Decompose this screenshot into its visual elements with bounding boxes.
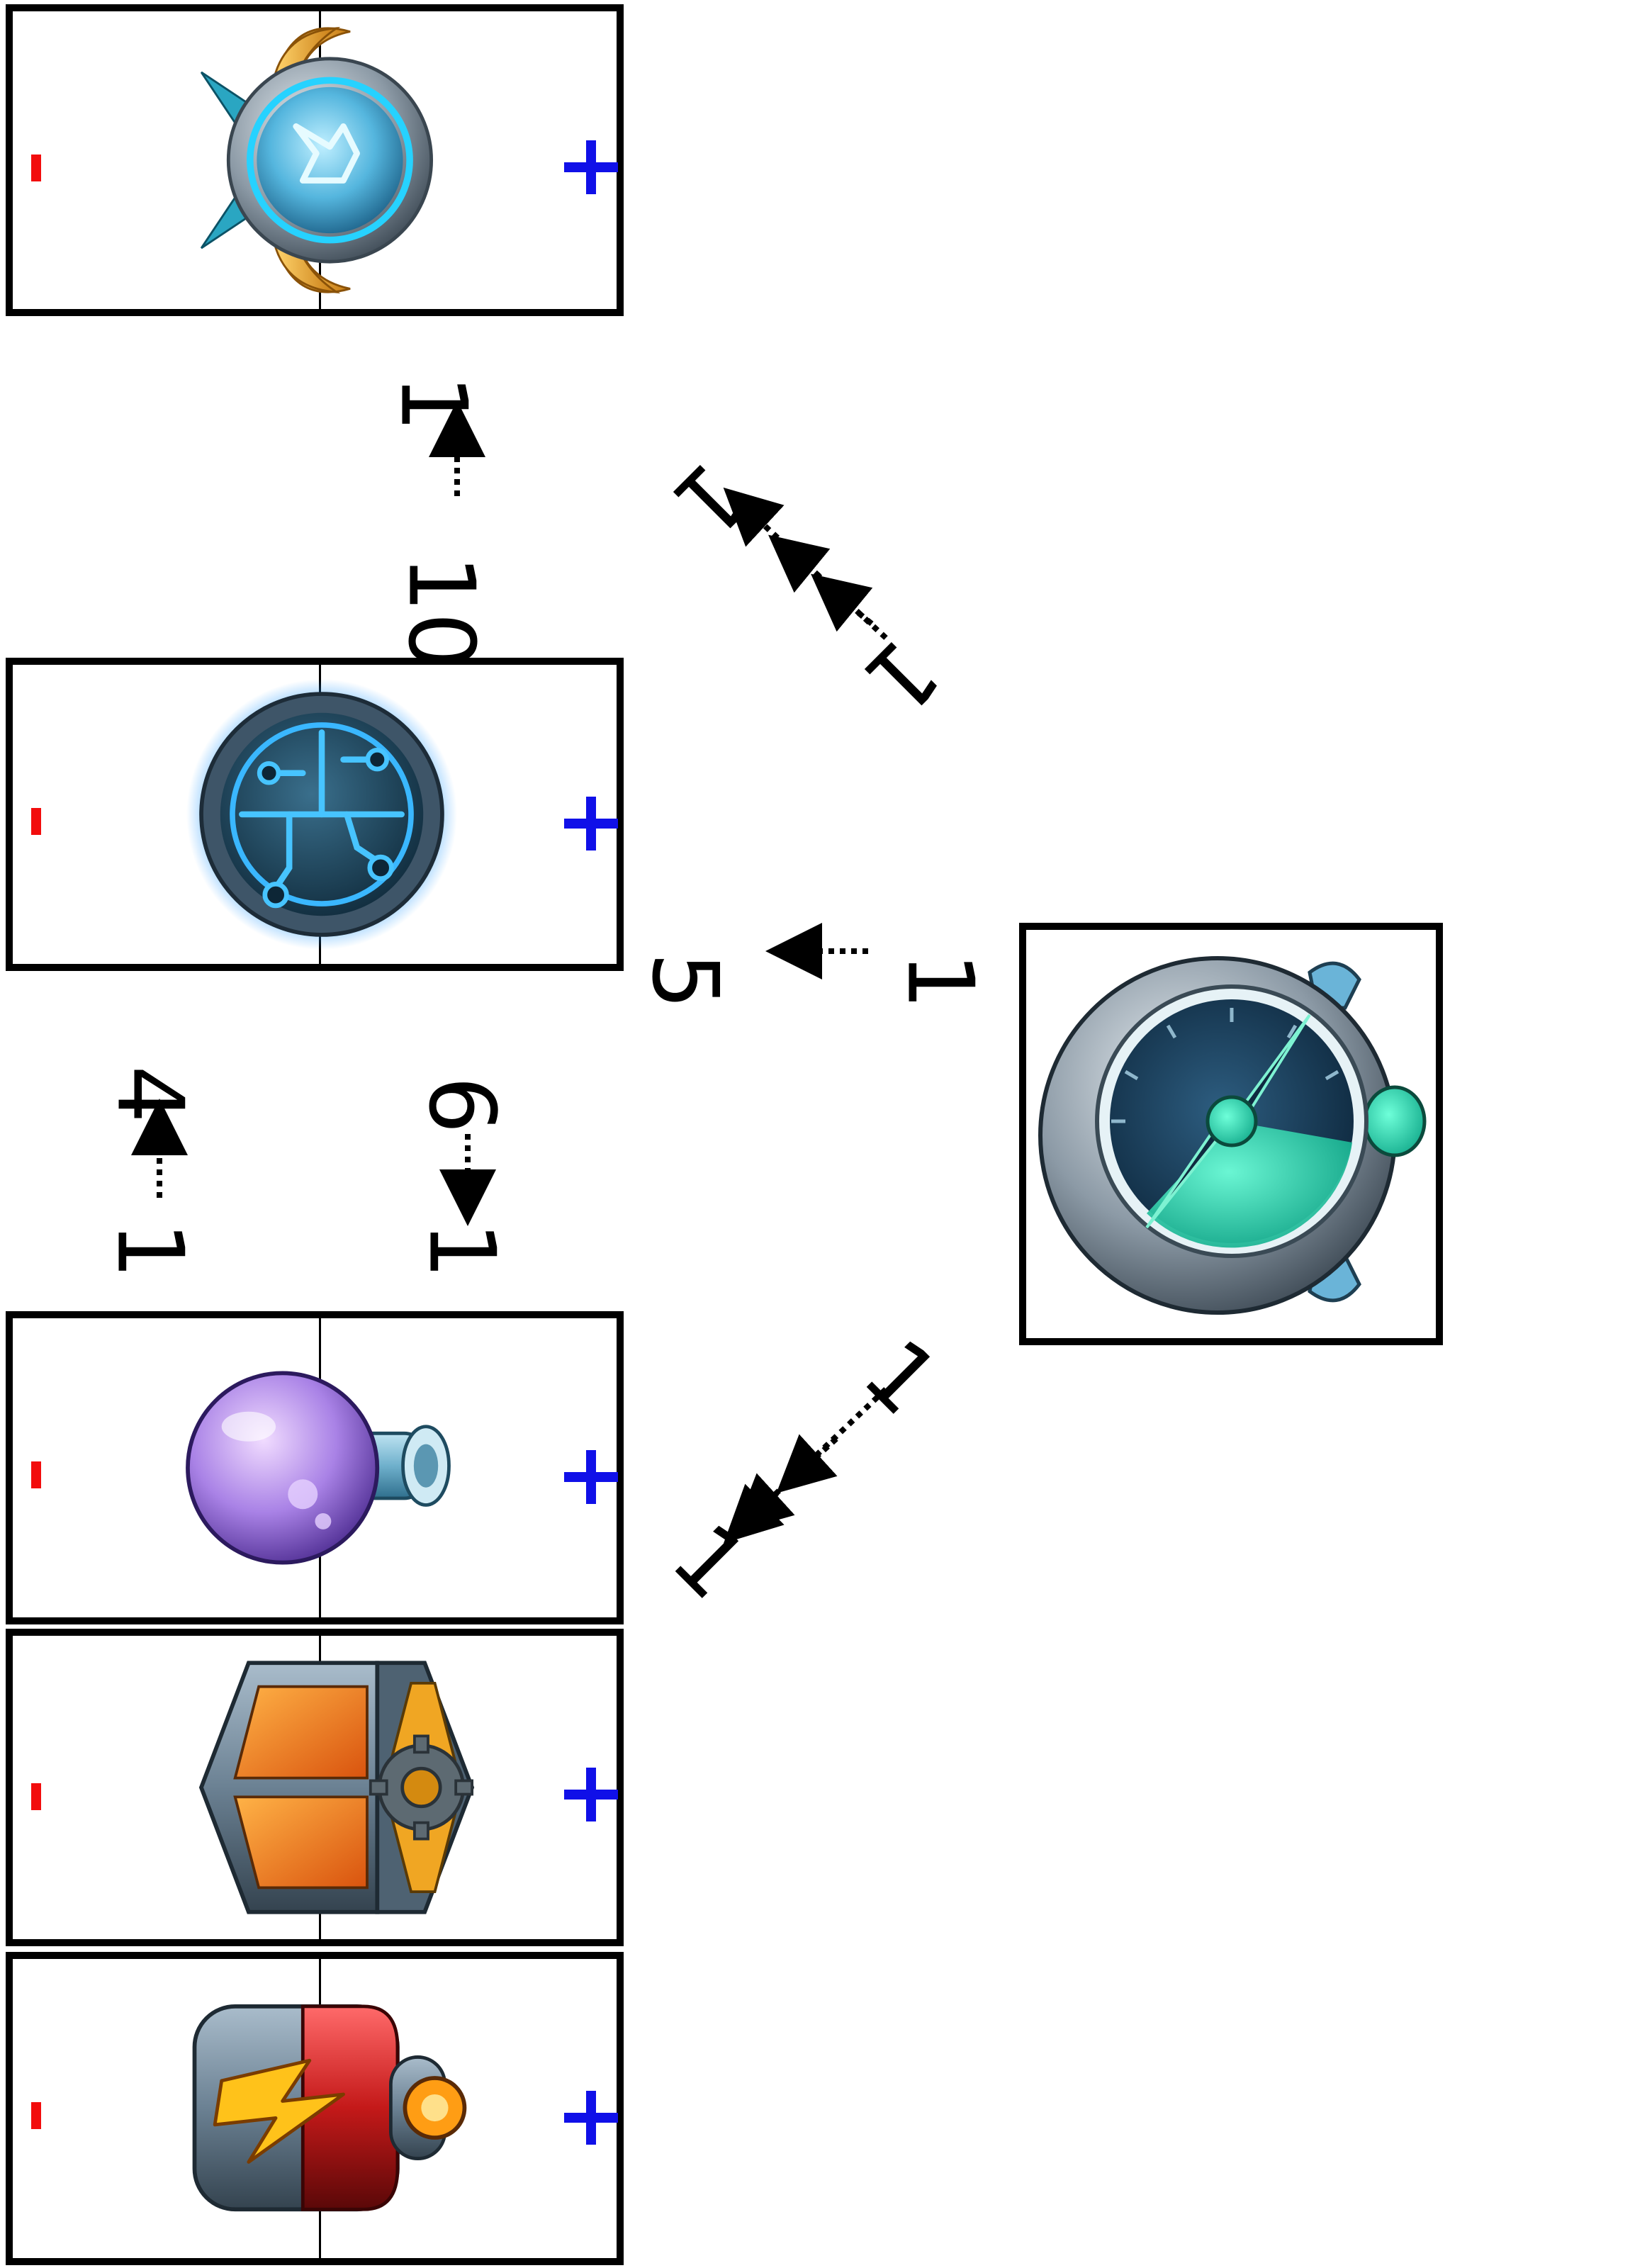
arrow-top-diagonal <box>723 487 888 640</box>
plus-terminal-icon <box>564 1450 618 1504</box>
ratio-crown-left: 1 <box>380 374 486 432</box>
plus-terminal-icon <box>564 140 618 194</box>
gear-crate-icon <box>198 1661 475 1914</box>
ratio-mid-bottom: 1 <box>408 1221 515 1279</box>
ratio-diag-bottom-right: 1 <box>843 1320 959 1436</box>
minus-terminal-icon <box>31 155 41 181</box>
ratio-circuit-gauge-right: 1 <box>887 952 993 1010</box>
ratio-diag-bottom-left: 1 <box>651 1504 768 1620</box>
recipe-slot-battery <box>6 1952 624 2265</box>
crown-badge-icon <box>200 27 434 293</box>
ratio-circuit-gauge-left: 5 <box>631 952 738 1010</box>
ratio-mid-top: 6 <box>408 1076 515 1134</box>
pressure-gauge-icon <box>1038 956 1427 1315</box>
battery-cell-icon <box>192 2004 467 2212</box>
recipe-slot-potion <box>6 1311 624 1624</box>
ratio-diag-top-left: 1 <box>651 441 768 557</box>
plus-terminal-icon <box>564 2091 618 2145</box>
minus-terminal-icon <box>31 2102 41 2129</box>
ratio-diag-top-right: 1 <box>843 618 959 734</box>
circuit-core-icon <box>186 679 457 950</box>
recipe-slot-crown <box>6 4 624 316</box>
minus-terminal-icon <box>31 1783 41 1810</box>
ratio-crown-right: 10 <box>388 554 494 670</box>
recipe-slot-crate <box>6 1629 624 1946</box>
target-gauge-box <box>1019 923 1443 1345</box>
plus-terminal-icon <box>564 1768 618 1821</box>
ratio-left-top: 4 <box>96 1065 203 1123</box>
minus-terminal-icon <box>31 808 41 835</box>
minus-terminal-icon <box>31 1461 41 1488</box>
potion-flask-icon <box>186 1371 451 1565</box>
recipe-slot-circuit <box>6 658 624 971</box>
plus-terminal-icon <box>564 797 618 850</box>
ratio-left-bottom: 1 <box>96 1221 203 1279</box>
